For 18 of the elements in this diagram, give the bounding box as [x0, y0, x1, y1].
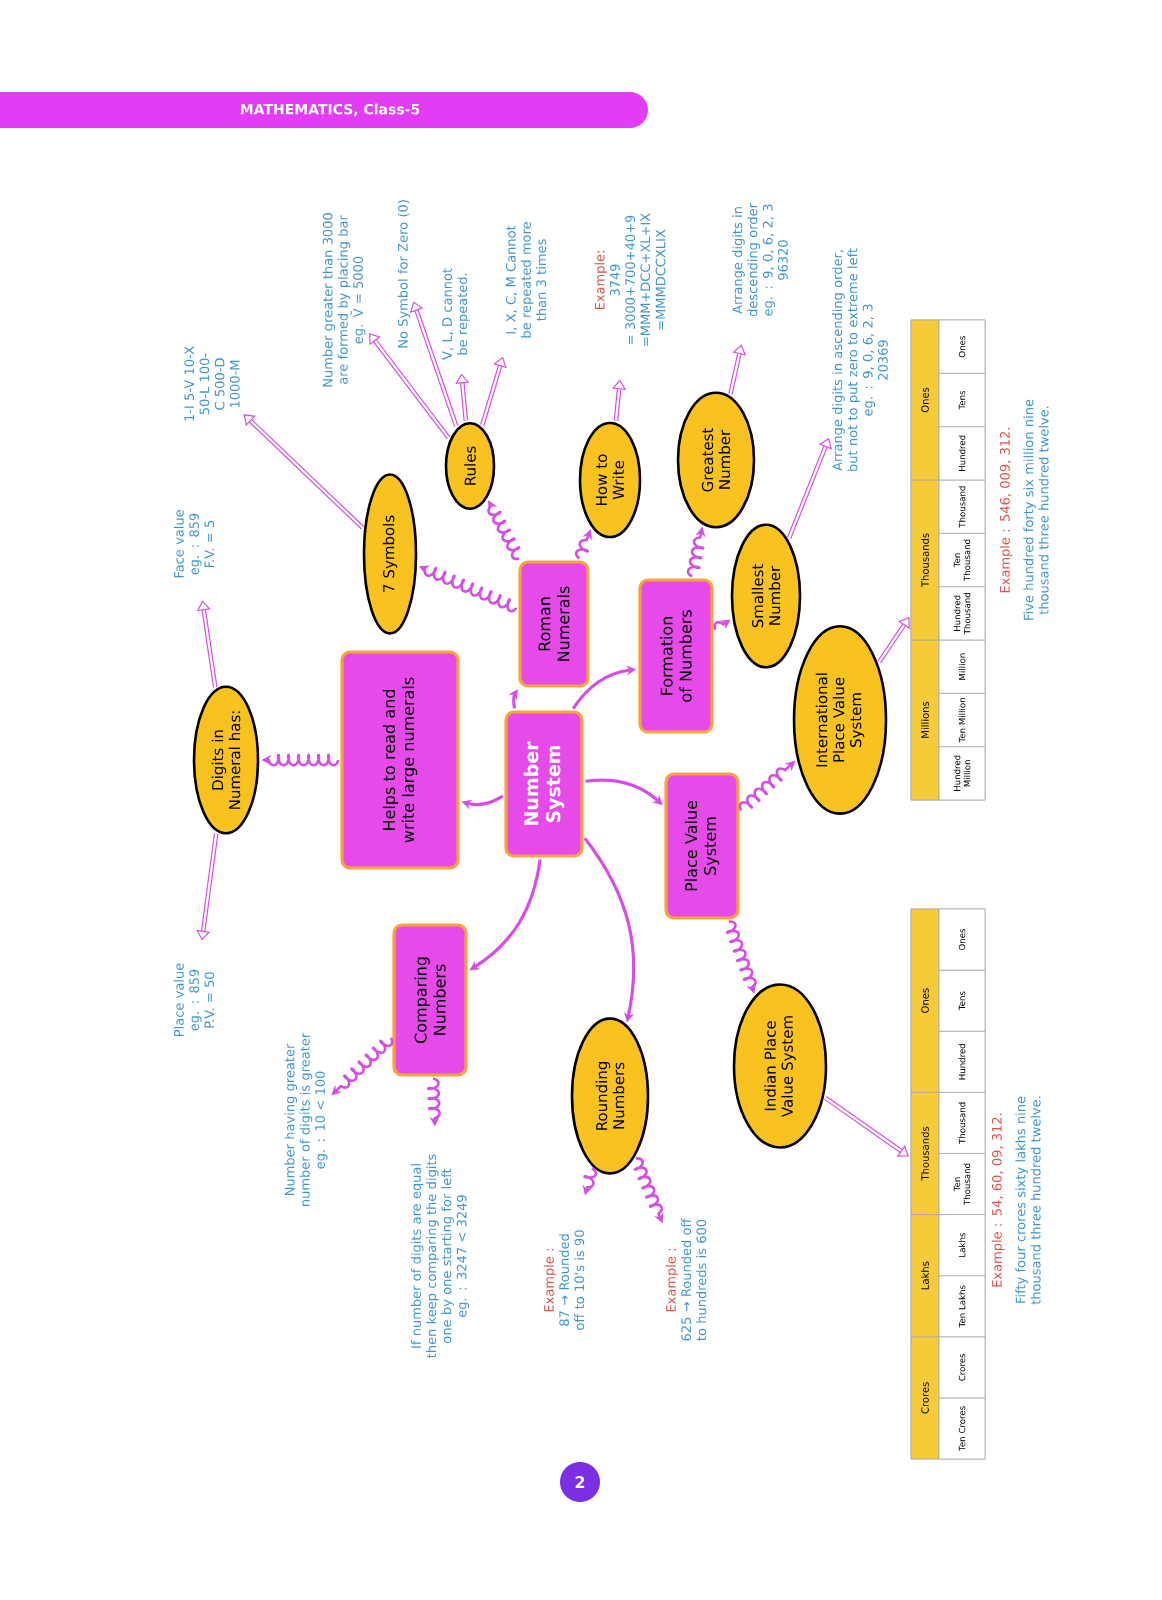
arrow: [243, 414, 365, 530]
arrow: [487, 500, 521, 561]
page-number: 2: [560, 1462, 600, 1502]
topic-box: Formation of Numbers: [638, 578, 714, 734]
arrow: [196, 833, 219, 941]
place-value-table: [910, 319, 986, 801]
topic-box: Number System: [504, 710, 584, 858]
arrow: [409, 301, 459, 428]
topic-box: Place Value System: [664, 772, 740, 920]
topic-box: Helps to read and write large numerals: [340, 650, 460, 870]
place-value-table: [910, 908, 986, 1460]
topic-box: Roman Numerals: [518, 560, 590, 688]
arrow: [196, 600, 218, 688]
arrow: [877, 617, 910, 664]
arrow: [713, 619, 731, 631]
topic-box: Comparing Numbers: [392, 923, 468, 1077]
arrow: [824, 1096, 909, 1157]
arrow: [369, 333, 451, 440]
